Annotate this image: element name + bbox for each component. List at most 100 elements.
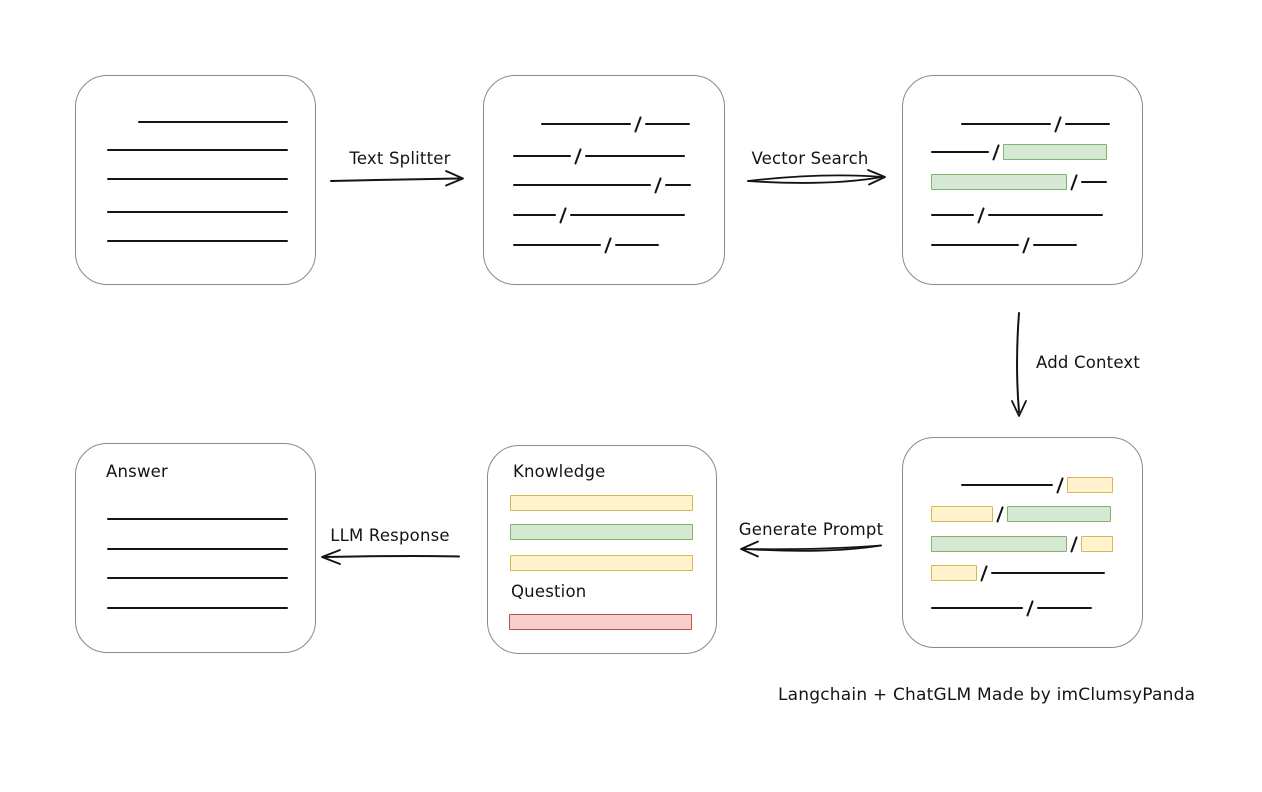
text-line <box>107 548 288 550</box>
chunk-row <box>931 206 1104 224</box>
yellow-chunk <box>931 565 977 581</box>
generate-prompt-label: Generate Prompt <box>738 520 884 539</box>
chunk-row <box>931 535 1114 553</box>
text-line <box>107 178 288 180</box>
llm-response-label: LLM Response <box>330 526 450 545</box>
text-splitter-label: Text Splitter <box>349 149 451 168</box>
green-chunk <box>1007 506 1112 522</box>
chunk-row <box>107 232 288 250</box>
chunk-row <box>931 505 1112 523</box>
chunk-row <box>513 206 686 224</box>
text-line <box>513 155 571 157</box>
caption: Langchain + ChatGLM Made by imClumsyPand… <box>778 685 1196 705</box>
yellow-bar <box>510 495 693 511</box>
llm-response-arrow <box>321 549 460 565</box>
slash-separator <box>977 206 986 224</box>
slash-separator <box>634 115 643 133</box>
text-line <box>107 211 288 213</box>
card-context <box>902 437 1143 648</box>
text-line <box>585 155 686 157</box>
chunk-row <box>107 569 288 587</box>
vector-search-arrow <box>747 169 886 186</box>
text-line <box>988 214 1104 216</box>
chunk-row <box>931 143 1108 161</box>
card-answer: Answer <box>75 443 316 653</box>
slash-separator <box>1056 476 1065 494</box>
chunk-row <box>107 510 288 528</box>
text-line <box>645 123 691 125</box>
chunk-row <box>541 115 691 133</box>
slash-separator <box>1070 173 1079 191</box>
chunk-row <box>107 170 288 188</box>
slash-separator <box>1054 115 1063 133</box>
chunk-row <box>513 147 686 165</box>
slash-separator <box>654 176 663 194</box>
text-line <box>107 149 288 151</box>
text-line <box>513 244 601 246</box>
text-line <box>107 577 288 579</box>
slash-separator <box>559 206 568 224</box>
slash-separator <box>604 236 613 254</box>
text-line <box>931 607 1023 609</box>
text-line <box>931 214 974 216</box>
yellow-bar <box>510 555 693 571</box>
green-chunk <box>931 536 1067 552</box>
add-context-label: Add Context <box>1036 353 1141 372</box>
vector-search-label: Vector Search <box>751 149 869 168</box>
text-line <box>1037 607 1093 609</box>
text-line <box>541 123 631 125</box>
slash-separator <box>574 147 583 165</box>
chunk-row <box>107 203 288 221</box>
chunk-row <box>931 564 1106 582</box>
question-label: Question <box>511 582 587 601</box>
text-line <box>138 121 288 123</box>
text-splitter-arrow <box>330 170 464 187</box>
text-line <box>991 572 1106 574</box>
text-line <box>107 518 288 520</box>
text-line <box>513 214 556 216</box>
text-line <box>513 184 651 186</box>
text-line <box>961 484 1053 486</box>
card-document <box>75 75 316 285</box>
add-context-arrow <box>1011 312 1027 417</box>
chunk-row <box>107 141 288 159</box>
chunk-row <box>931 173 1108 191</box>
text-line <box>570 214 686 216</box>
chunk-row <box>931 599 1093 617</box>
green-chunk <box>1003 144 1108 160</box>
yellow-chunk <box>1067 477 1114 493</box>
chunk-row <box>513 236 660 254</box>
slash-separator <box>996 505 1005 523</box>
slash-separator <box>1022 236 1031 254</box>
chunk-row <box>931 236 1078 254</box>
slash-separator <box>992 143 1001 161</box>
text-line <box>665 184 692 186</box>
card-prompt: Knowledge Question <box>487 445 717 654</box>
text-line <box>931 244 1019 246</box>
knowledge-label: Knowledge <box>513 462 606 481</box>
answer-label: Answer <box>106 462 168 481</box>
card-chunks <box>483 75 725 285</box>
text-line <box>961 123 1051 125</box>
slash-separator <box>1070 535 1079 553</box>
generate-prompt-arrow <box>740 540 882 558</box>
card-matched <box>902 75 1143 285</box>
text-line <box>1033 244 1078 246</box>
chunk-row <box>961 115 1111 133</box>
text-line <box>1065 123 1111 125</box>
text-line <box>107 607 288 609</box>
chunk-row <box>513 176 692 194</box>
green-bar <box>510 524 693 540</box>
red-bar <box>509 614 692 630</box>
chunk-row <box>961 476 1114 494</box>
text-line <box>931 151 989 153</box>
green-chunk <box>931 174 1067 190</box>
chunk-row <box>138 113 288 131</box>
text-line <box>1081 181 1108 183</box>
slash-separator <box>1026 599 1035 617</box>
chunk-row <box>107 599 288 617</box>
slash-separator <box>980 564 989 582</box>
text-line <box>107 240 288 242</box>
chunk-row <box>107 540 288 558</box>
